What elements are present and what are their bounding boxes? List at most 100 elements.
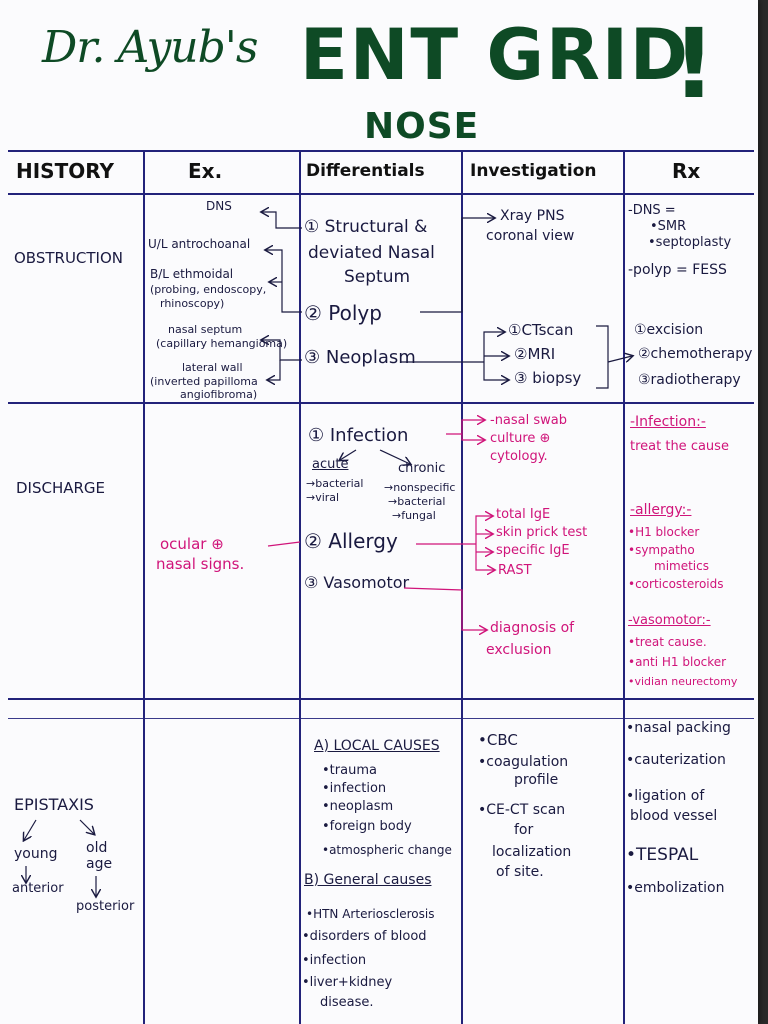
rx-polyp: -polyp = FESS bbox=[628, 262, 727, 278]
inv-skin-prick: skin prick test bbox=[496, 525, 588, 540]
arrow-vasomotor-to-diag bbox=[403, 587, 486, 630]
exam-dns: DNS bbox=[206, 199, 232, 213]
rx-smr: •SMR bbox=[650, 219, 687, 234]
diff-viral: →viral bbox=[306, 491, 340, 504]
diff-atmospheric: •atmospheric change bbox=[322, 843, 452, 857]
arrow-allergy-rast bbox=[475, 544, 494, 570]
rx-excision: ①excision bbox=[634, 322, 704, 338]
exam-lateral-wall-sub2: angiofibroma) bbox=[180, 388, 258, 401]
inv-diagnosis-line1: diagnosis of bbox=[490, 620, 575, 636]
page-subtitle: NOSE bbox=[364, 106, 480, 147]
diff-liver-kidney-line2: disease. bbox=[320, 995, 374, 1010]
rx-h1-blocker: •H1 blocker bbox=[628, 525, 700, 539]
grid-line-row3 bbox=[8, 718, 754, 719]
diff-bacterial: →bacterial bbox=[306, 477, 364, 490]
exam-ocular-line2: nasal signs. bbox=[156, 555, 245, 573]
arrow-epistaxis-old bbox=[79, 819, 94, 834]
epistaxis-old-line1: old bbox=[86, 840, 108, 856]
inv-xray-line2: coronal view bbox=[486, 228, 575, 244]
diff-chronic-bacterial: →bacterial bbox=[388, 495, 446, 508]
diff-foreign-body: •foreign body bbox=[322, 819, 412, 834]
author-title: Dr. Ayub's bbox=[42, 22, 258, 73]
rx-nasal-packing: •nasal packing bbox=[626, 720, 731, 736]
arrow-inv-branch-biopsy bbox=[483, 362, 508, 380]
inv-coag-line1: •coagulation bbox=[478, 754, 569, 770]
diff-trauma: •trauma bbox=[322, 763, 377, 778]
rx-tespal: •TESPAL bbox=[626, 845, 699, 865]
inv-specific-ige: specific IgE bbox=[496, 543, 570, 558]
diff-nonspecific: →nonspecific bbox=[384, 481, 456, 494]
rx-radio: ③radiotherapy bbox=[638, 372, 741, 388]
arrow-neoplasm-to-exam bbox=[262, 340, 302, 361]
grid-col-1 bbox=[143, 150, 145, 1024]
inv-bracket bbox=[596, 325, 609, 389]
inv-total-ige: total IgE bbox=[496, 507, 551, 522]
inv-xray-line1: Xray PNS bbox=[500, 208, 565, 224]
diff-neoplasm-local: •neoplasm bbox=[322, 799, 394, 814]
rx-dns: -DNS = bbox=[628, 203, 676, 218]
rx-vidian: •vidian neurectomy bbox=[628, 675, 738, 688]
diff-vasomotor: ③ Vasomotor bbox=[304, 573, 410, 592]
rx-chemo: ②chemotherapy bbox=[638, 346, 753, 362]
arrow-allergy-ige bbox=[475, 516, 492, 544]
history-epistaxis: EPISTAXIS bbox=[14, 795, 94, 814]
inv-cect-line3: localization bbox=[492, 844, 572, 860]
diff-structural-line3: Septum bbox=[344, 267, 411, 287]
history-discharge: DISCHARGE bbox=[16, 479, 106, 497]
arrow-polyp-to-xray bbox=[420, 218, 494, 313]
inv-biopsy: ③ biopsy bbox=[514, 369, 582, 387]
arrow-neoplasm-to-lateral bbox=[268, 360, 281, 380]
diff-general-infection: •infection bbox=[302, 953, 367, 968]
exam-lateral-wall: lateral wall bbox=[182, 361, 243, 374]
diff-local-causes: A) LOCAL CAUSES bbox=[314, 738, 440, 754]
exam-bl-ethmoidal-sub1: (probing, endoscopy, bbox=[150, 283, 267, 296]
exam-nasal-septum: nasal septum bbox=[168, 323, 243, 336]
column-header-exam: Ex. bbox=[188, 159, 223, 183]
inv-cect-line1: •CE-CT scan bbox=[478, 802, 566, 818]
arrow-infection-acute bbox=[340, 449, 357, 460]
epistaxis-young: young bbox=[14, 846, 58, 862]
title-exclamation: ! bbox=[672, 8, 716, 120]
diff-general-causes: B) General causes bbox=[304, 872, 432, 888]
inv-nasal-swab: -nasal swab bbox=[490, 413, 568, 428]
column-header-differentials: Differentials bbox=[306, 161, 425, 181]
exam-bl-ethmoidal: B/L ethmoidal bbox=[150, 267, 234, 281]
exam-nasal-septum-sub: (capillary hemangioma) bbox=[156, 337, 288, 350]
rx-corticosteroids: •corticosteroids bbox=[628, 577, 724, 591]
inv-diagnosis-line2: exclusion bbox=[486, 642, 552, 658]
rx-cauterization: •cauterization bbox=[626, 752, 726, 768]
diff-structural-line1: ① Structural & bbox=[304, 217, 428, 237]
grid-col-4 bbox=[623, 150, 625, 1024]
diff-infection: ① Infection bbox=[308, 425, 409, 446]
inv-rast: RAST bbox=[498, 563, 532, 578]
rx-ligation-line1: •ligation of bbox=[626, 788, 705, 804]
grid-col-2 bbox=[299, 150, 301, 1024]
rx-vasomotor-head: -vasomotor:- bbox=[628, 613, 711, 628]
rx-ligation-line2: blood vessel bbox=[630, 808, 718, 824]
page-title: ENT GRID bbox=[300, 14, 691, 96]
epistaxis-anterior: anterior bbox=[12, 881, 64, 896]
arrow-polyp-to-exam bbox=[266, 250, 302, 313]
arrow-infection-to-culture bbox=[461, 434, 484, 440]
epistaxis-old-line2: age bbox=[86, 856, 113, 872]
rx-septoplasty: •septoplasty bbox=[648, 235, 732, 250]
arrow-to-rx bbox=[607, 356, 632, 363]
arrow-structural-to-dns bbox=[262, 212, 302, 229]
diff-fungal: →fungal bbox=[392, 509, 436, 522]
inv-cbc: •CBC bbox=[478, 731, 518, 749]
grid-line-header bbox=[8, 193, 754, 195]
grid-line-row2 bbox=[8, 698, 754, 700]
inv-coag-line2: profile bbox=[514, 772, 559, 788]
rx-sympatho-line1: •sympatho bbox=[628, 543, 695, 557]
grid-col-3 bbox=[461, 150, 463, 1024]
epistaxis-posterior: posterior bbox=[76, 899, 135, 914]
column-header-history: HISTORY bbox=[16, 159, 115, 183]
rx-allergy-head: -allergy:- bbox=[630, 502, 692, 518]
arrow-infection-chronic bbox=[379, 449, 410, 464]
inv-culture: culture ⊕ bbox=[490, 431, 551, 446]
inv-mri: ②MRI bbox=[514, 345, 556, 363]
diff-neoplasm: ③ Neoplasm bbox=[304, 347, 416, 368]
arrow-epistaxis-young bbox=[24, 819, 37, 840]
